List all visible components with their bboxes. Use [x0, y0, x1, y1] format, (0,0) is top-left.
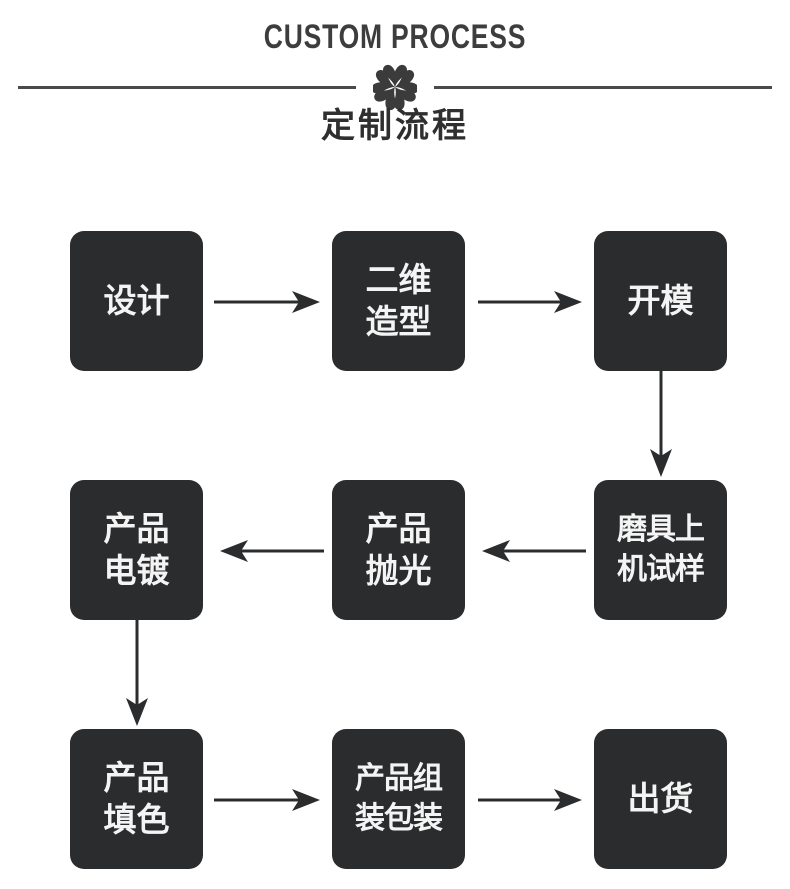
process-node-2d-modeling[interactable]: 二维 造型	[332, 231, 465, 371]
process-node-product-polishing[interactable]: 产品 抛光	[332, 480, 465, 620]
process-node-shipment[interactable]: 出货	[594, 729, 727, 869]
process-node-product-color-filling[interactable]: 产品 填色	[70, 729, 203, 869]
process-node-label: 产品 抛光	[365, 510, 432, 589]
page-header: CUSTOM PROCESS	[0, 0, 790, 185]
divider-line-right	[434, 86, 772, 89]
process-node-product-electroplating[interactable]: 产品 电镀	[70, 480, 203, 620]
arrow-electroplating-to-color-filling	[123, 620, 151, 728]
process-node-design[interactable]: 设计	[70, 231, 203, 371]
arrow-design-to-2d-modeling	[214, 288, 324, 316]
process-node-label: 产品 电镀	[103, 510, 170, 589]
arrow-assembly-packaging-to-shipment	[478, 786, 586, 814]
arrow-2d-modeling-to-mold-opening	[478, 288, 586, 316]
process-node-label: 磨具上 机试样	[617, 513, 705, 586]
process-node-label: 产品组 装包装	[355, 762, 443, 835]
arrow-trial-sample-to-polishing	[478, 537, 586, 565]
process-node-label: 产品 填色	[103, 759, 170, 838]
arrow-polishing-to-electroplating	[214, 537, 324, 565]
process-node-label: 设计	[103, 282, 170, 319]
divider-line-left	[18, 86, 356, 89]
page-title: CUSTOM PROCESS	[263, 18, 527, 56]
process-node-label: 出货	[627, 780, 694, 817]
arrow-color-filling-to-assembly-packaging	[214, 786, 324, 814]
process-node-label: 开模	[627, 282, 694, 319]
arrow-mold-opening-to-trial-sample	[647, 371, 675, 479]
five-petal-flower-icon	[373, 62, 417, 110]
process-node-mold-trial-sample[interactable]: 磨具上 机试样	[594, 480, 727, 620]
process-node-mold-opening[interactable]: 开模	[594, 231, 727, 371]
page-subtitle: 定制流程	[321, 108, 469, 145]
process-node-product-assembly-packaging[interactable]: 产品组 装包装	[332, 729, 465, 869]
process-node-label: 二维 造型	[365, 261, 432, 340]
